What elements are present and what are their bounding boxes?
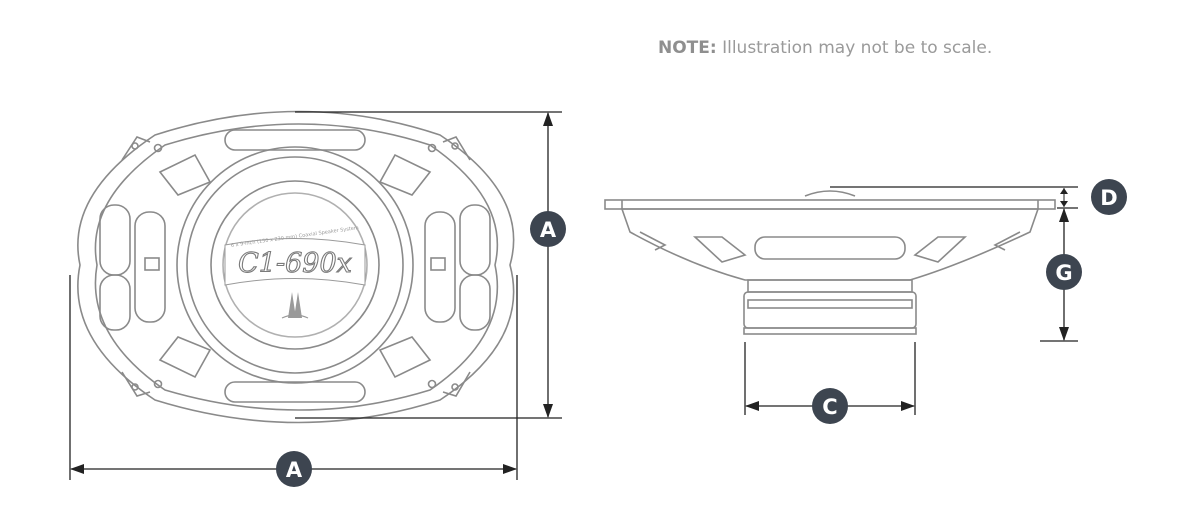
side-slot <box>459 204 491 276</box>
mount-hole <box>153 379 163 389</box>
badge-label: C <box>822 395 837 419</box>
note-label: NOTE: <box>658 38 717 58</box>
badge-label: A <box>540 218 557 242</box>
side-slot <box>459 274 491 331</box>
mount-tab <box>121 371 151 397</box>
surround-ring-inner <box>186 156 404 374</box>
mount-hole <box>451 142 459 150</box>
badge-label: D <box>1100 186 1117 210</box>
magnet-band <box>747 299 913 309</box>
terminal <box>430 257 446 271</box>
side-slot <box>424 211 456 323</box>
scale-note: NOTE: Illustration may not be to scale. <box>658 38 992 58</box>
dimension-lines <box>69 111 1078 480</box>
basket-rib <box>692 236 747 263</box>
side-slot <box>99 204 131 276</box>
flange-arrows <box>1060 188 1068 207</box>
top-slot <box>224 129 366 151</box>
mount-hole <box>131 383 139 391</box>
side-slot <box>134 211 166 323</box>
surround-ring <box>176 146 414 384</box>
mount-hole <box>427 143 437 153</box>
motor-plate <box>747 279 913 293</box>
side-slot <box>99 274 131 331</box>
cone-outer <box>210 180 380 350</box>
badge-flange-d: D <box>1091 179 1127 215</box>
mount-hole <box>427 379 437 389</box>
model-badge: C1-690x 6 x 9-inch (150 x 230 mm) Coaxia… <box>224 225 366 286</box>
basket-window <box>754 236 906 260</box>
basket-rib <box>993 231 1021 251</box>
badge-width-a: A <box>276 451 312 487</box>
basket-outline <box>77 110 515 424</box>
mount-tab <box>121 136 151 161</box>
cone-inner <box>222 192 368 338</box>
rib <box>158 153 212 196</box>
speaker-front-view <box>77 110 515 424</box>
mount-tab <box>442 371 471 397</box>
back-plate <box>743 327 917 335</box>
mount-tab <box>442 136 471 161</box>
badge-height-a: A <box>530 211 566 247</box>
badge-label: G <box>1055 261 1072 285</box>
basket-rib <box>913 236 968 263</box>
basket-profile <box>620 208 1040 281</box>
mount-hole <box>153 143 163 153</box>
jl-logo <box>281 292 309 319</box>
basket-inner-outline <box>94 123 499 411</box>
badge-label: A <box>286 458 303 482</box>
mount-hole <box>451 383 459 391</box>
mount-hole <box>131 142 139 150</box>
rib <box>378 336 432 379</box>
mounting-flange <box>604 199 1056 210</box>
speaker-side-view <box>604 190 1056 335</box>
model-name: C1-690x <box>238 248 352 279</box>
rib <box>378 153 432 196</box>
bottom-slot <box>224 381 366 403</box>
magnet <box>743 291 917 329</box>
rib <box>158 336 212 379</box>
tweeter-dome <box>804 190 856 197</box>
terminal <box>144 257 160 271</box>
note-text: Illustration may not be to scale. <box>722 38 993 58</box>
basket-rib <box>639 231 667 251</box>
badge-depth-c: C <box>812 388 848 424</box>
badge-mount-depth-g: G <box>1046 254 1082 290</box>
